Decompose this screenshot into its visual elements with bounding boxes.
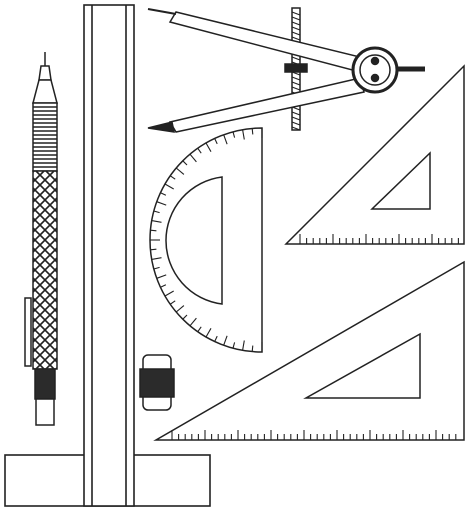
set-square-icon <box>153 260 465 441</box>
drawing-compass-icon <box>147 7 425 133</box>
protractor-tick <box>164 290 174 297</box>
eraser-icon <box>139 354 175 411</box>
protractor-tick <box>164 183 174 190</box>
compass-hinge-inner <box>359 54 391 86</box>
protractor-tick <box>153 210 160 214</box>
protractor-tick <box>205 328 212 338</box>
protractor-icon <box>149 127 263 353</box>
protractor-tick <box>189 153 197 163</box>
screw-thread <box>291 16 301 21</box>
set-square-upper-cutout <box>370 151 431 210</box>
protractor-tick <box>242 129 245 140</box>
protractor-tick <box>232 342 236 349</box>
set-square-icon <box>284 64 465 245</box>
protractor-tick <box>214 138 218 145</box>
protractor-tick <box>214 335 218 342</box>
protractor-tick <box>175 167 185 175</box>
protractor-tick <box>169 175 176 180</box>
set-square-lower-cutout <box>303 332 421 399</box>
compass-pivot <box>370 56 380 66</box>
t-square-icon <box>4 4 211 507</box>
screw-thread <box>291 36 301 41</box>
screw-thread <box>291 111 301 116</box>
screw-thread <box>291 121 301 126</box>
pencil-clip <box>24 297 32 367</box>
protractor-tick <box>156 201 167 206</box>
protractor-tick <box>189 317 197 327</box>
protractor-tick <box>223 335 228 346</box>
protractor-tick <box>151 220 162 223</box>
compass-lead <box>147 121 175 133</box>
protractor-tick <box>197 147 202 154</box>
compass-upper-leg <box>168 11 365 73</box>
pencil-grip <box>32 170 58 370</box>
protractor-tick <box>182 160 188 166</box>
pencil-cone <box>32 79 58 104</box>
screw-thread <box>291 86 301 91</box>
protractor-tick <box>156 274 167 279</box>
screw-thread <box>291 31 301 36</box>
protractor-tick <box>150 248 157 251</box>
set-square-lower-ruler-ticks <box>171 430 457 440</box>
protractor-tick <box>242 340 245 351</box>
pencil-end-cap <box>35 398 55 426</box>
screw-thread <box>291 126 301 131</box>
protractor-tick <box>150 229 157 232</box>
protractor-tick <box>205 142 212 152</box>
protractor-scale-ticks <box>150 128 263 352</box>
screw-thread <box>291 21 301 26</box>
pencil-tip <box>38 65 52 81</box>
compass-pivot <box>370 73 380 83</box>
protractor-tick <box>175 305 185 313</box>
mechanical-pencil-icon <box>24 52 58 426</box>
protractor-tick <box>182 314 188 320</box>
compass-nut <box>284 63 308 73</box>
screw-thread <box>291 76 301 81</box>
screw-thread <box>291 26 301 31</box>
screw-thread <box>291 116 301 121</box>
protractor-tick <box>251 345 254 352</box>
protractor-cutout <box>165 176 223 305</box>
protractor-tick <box>151 257 162 260</box>
protractor-tick <box>169 300 176 305</box>
pencil-band <box>34 368 56 400</box>
screw-thread <box>291 81 301 86</box>
set-square-upper-ruler-ticks <box>299 234 459 244</box>
pencil-ribbed-barrel <box>32 102 58 172</box>
screw-thread <box>291 56 301 61</box>
protractor-tick <box>223 134 228 145</box>
protractor-tick <box>160 284 167 288</box>
compass-needle <box>147 8 177 15</box>
protractor-tick <box>232 131 236 138</box>
eraser-sleeve <box>139 368 175 398</box>
compass-lower-leg <box>168 77 365 133</box>
protractor-tick <box>251 128 254 135</box>
pencil-ribs <box>33 106 57 168</box>
protractor-tick <box>197 326 202 333</box>
screw-thread <box>291 11 301 16</box>
protractor-tick <box>160 192 167 196</box>
protractor-tick <box>153 266 160 270</box>
